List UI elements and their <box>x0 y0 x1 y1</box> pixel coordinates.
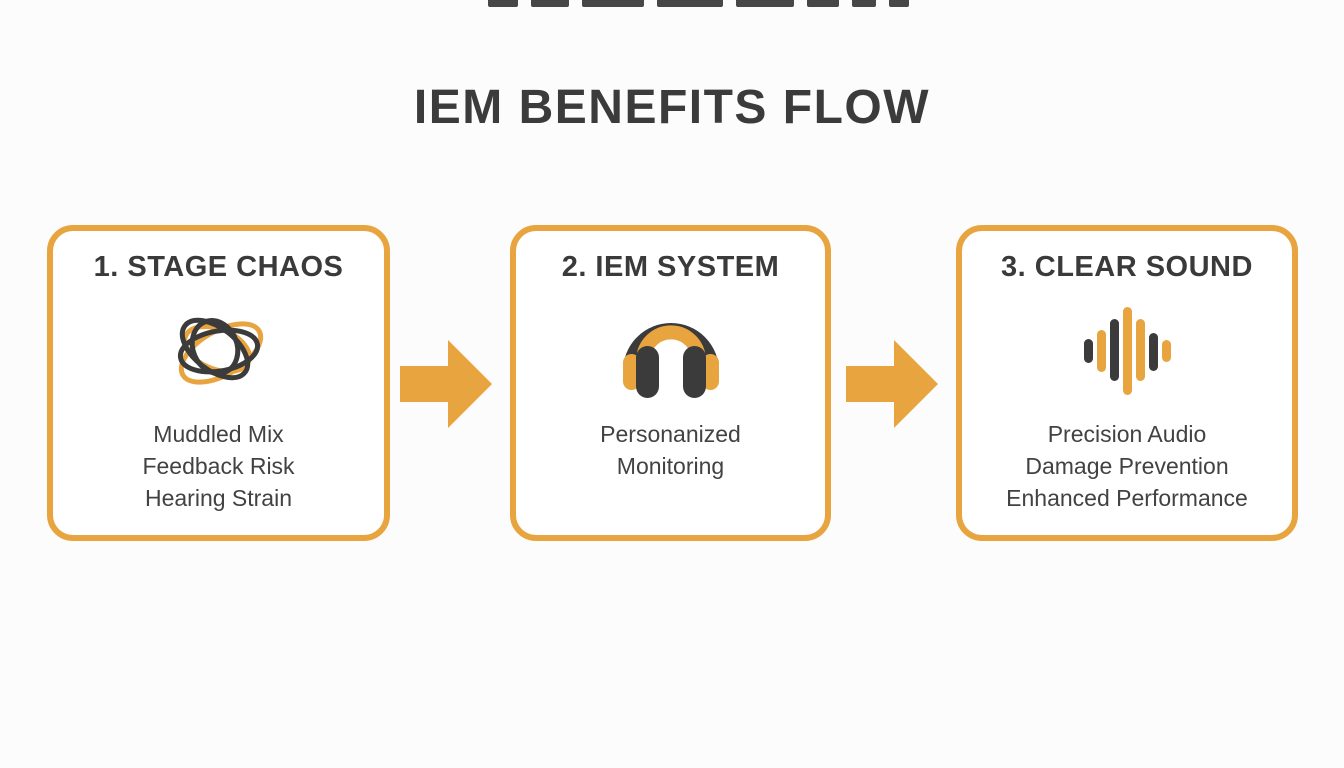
step-benefit-list: Precision Audio Damage Prevention Enhanc… <box>1006 418 1248 514</box>
step-benefit-list: Personanized Monitoring <box>600 418 741 482</box>
step-card-stage-chaos: 1. STAGE CHAOS Muddled Mix Feedback Risk… <box>47 225 390 541</box>
cropped-text-remnant <box>488 0 909 7</box>
step-line: Precision Audio <box>1047 421 1207 447</box>
step-line: Muddled Mix <box>153 421 284 447</box>
step-line: Enhanced Performance <box>1006 485 1248 511</box>
tangled-cables-icon <box>159 284 279 418</box>
step-card-clear-sound: 3. CLEAR SOUND Precision Audio Damage Pr… <box>956 225 1298 541</box>
page-title: IEM BENEFITS FLOW <box>413 81 931 134</box>
step-heading: 3. CLEAR SOUND <box>1001 251 1253 283</box>
step-heading: 1. STAGE CHAOS <box>93 251 344 283</box>
step-card-iem-system: 2. IEM SYSTEM Personanized Monitoring <box>510 225 831 541</box>
flow-arrow-icon <box>400 338 492 430</box>
audio-waveform-icon <box>1080 284 1175 418</box>
flow-arrow-icon <box>846 338 938 430</box>
step-line: Feedback Risk <box>142 453 295 479</box>
step-heading: 2. IEM SYSTEM <box>561 251 780 283</box>
step-line: Hearing Strain <box>144 485 293 511</box>
step-line: Monitoring <box>616 453 725 479</box>
step-line: Damage Prevention <box>1025 453 1229 479</box>
step-benefit-list: Muddled Mix Feedback Risk Hearing Strain <box>142 418 294 514</box>
step-line: Personanized <box>600 421 741 447</box>
headphones-icon <box>617 284 725 418</box>
